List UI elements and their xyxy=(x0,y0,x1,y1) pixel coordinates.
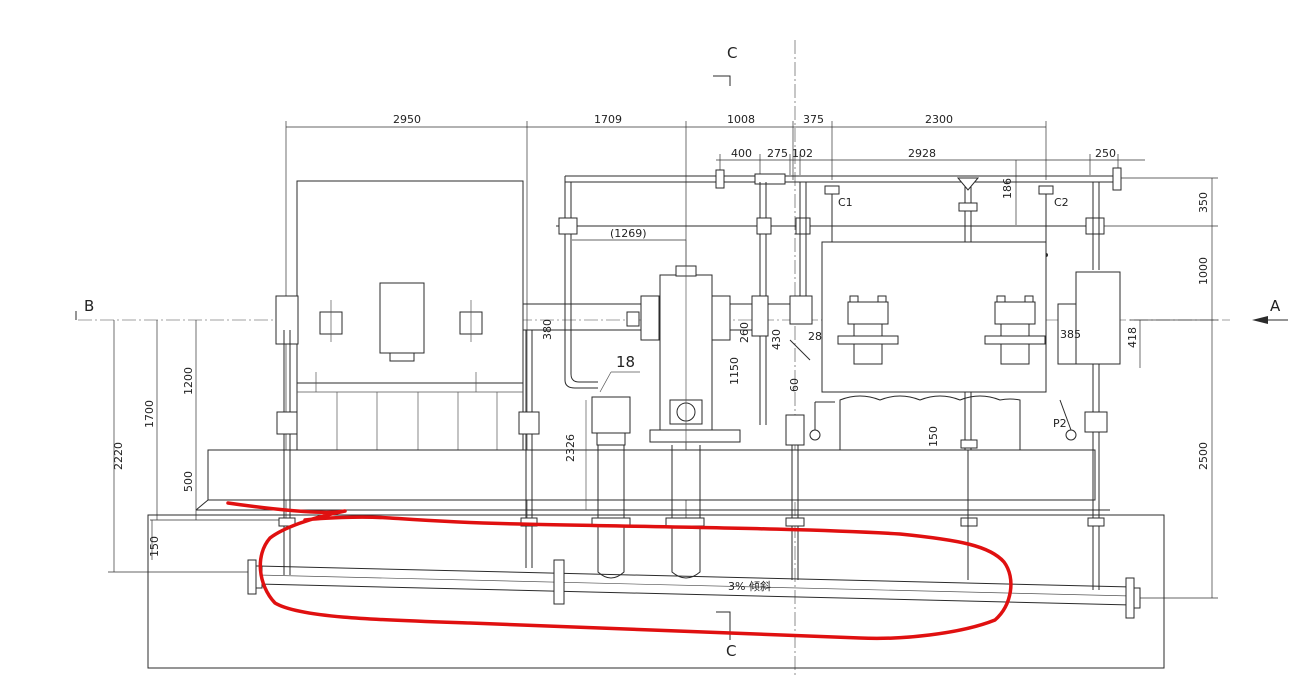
dim-top-3: 1008 xyxy=(727,113,755,126)
dim-right-2: 1000 xyxy=(1197,257,1210,285)
valve-column: 430 280 60 xyxy=(751,295,835,580)
dim-left-5: 150 xyxy=(148,536,161,557)
dim-right-1: 350 xyxy=(1197,192,1210,213)
dim-top-5: 2300 xyxy=(925,113,953,126)
dim-right-3: 2500 xyxy=(1197,442,1210,470)
dim-left-3: 1200 xyxy=(182,367,195,395)
section-mark-top: C xyxy=(727,44,737,62)
dim-top-2: 1709 xyxy=(594,113,622,126)
foundation xyxy=(147,514,1165,669)
dim-second-4: 2928 xyxy=(908,147,936,160)
dim-right-4: 186 xyxy=(1001,178,1014,199)
dim-second-3: 102 xyxy=(792,147,813,160)
red-highlight-annotation xyxy=(226,501,1013,641)
pump-item-18: 18 xyxy=(591,353,701,525)
section-mark-left: B xyxy=(84,297,94,315)
dim-inner-60: 60 xyxy=(788,378,801,392)
second-dimension-chain: 400 275 102 2928 250 (1269) xyxy=(572,147,1145,241)
section-mark-bottom: C xyxy=(726,642,736,660)
section-marks: C B A C xyxy=(75,44,1288,660)
left-equipment-skid xyxy=(275,180,524,452)
dim-left-1: 2220 xyxy=(112,442,125,470)
dim-inner-430: 430 xyxy=(770,329,783,350)
dim-top-1: 2950 xyxy=(393,113,421,126)
dim-right-5: 418 xyxy=(1126,327,1139,348)
main-skid-base: 2326 xyxy=(195,400,1110,511)
dim-second-1: 400 xyxy=(731,147,752,160)
label-p2: P2 xyxy=(1053,417,1067,430)
dim-left-2: 1700 xyxy=(143,400,156,428)
label-c2: C2 xyxy=(1054,196,1069,209)
section-mark-right: A xyxy=(1270,297,1281,315)
sloped-header: 3% 倾斜 xyxy=(247,526,1141,619)
right-equipment: 385 150 P2 xyxy=(821,241,1121,450)
dim-second-5: 250 xyxy=(1095,147,1116,160)
drain-legs xyxy=(276,330,1108,590)
right-dimensions: 350 1000 2500 186 418 xyxy=(1001,160,1218,599)
label-c1: C1 xyxy=(838,196,853,209)
dim-inner-2326: 2326 xyxy=(564,434,577,462)
left-dimensions: 2220 1700 1200 500 150 xyxy=(108,320,290,573)
dim-inner-260: 260 xyxy=(738,322,751,343)
label-item-18: 18 xyxy=(616,353,635,371)
dim-inner-385: 385 xyxy=(1060,328,1081,341)
central-tank: 1150 380 260 xyxy=(523,240,800,450)
dim-inner-1150: 1150 xyxy=(728,357,741,385)
dim-second-2: 275 xyxy=(767,147,788,160)
dim-ref: (1269) xyxy=(610,227,647,240)
dim-left-4: 500 xyxy=(182,471,195,492)
slope-note: 3% 倾斜 xyxy=(728,580,771,593)
dim-inner-150: 150 xyxy=(927,426,940,447)
dim-top-4: 375 xyxy=(803,113,824,126)
